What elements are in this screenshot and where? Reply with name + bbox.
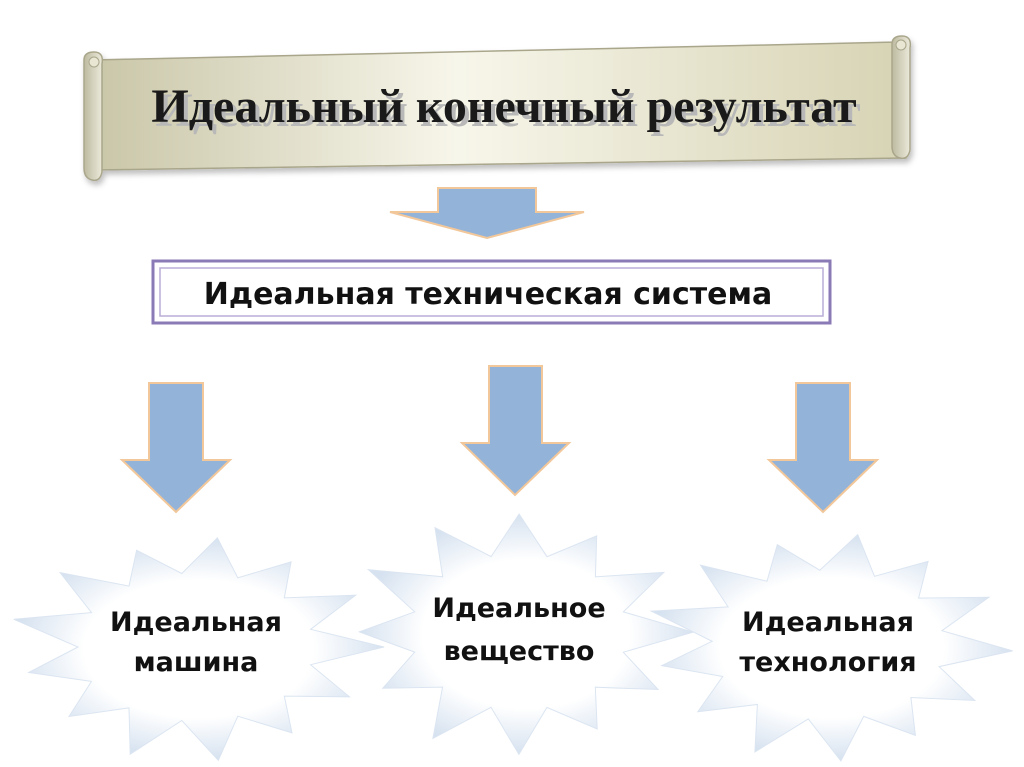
starburst-machine (13, 536, 385, 762)
page-title-shadow: Идеальный конечный результат (155, 84, 860, 137)
technology-label-line1: Идеальная (742, 607, 914, 638)
down-arrow-right (766, 382, 880, 514)
down-arrow-middle (459, 365, 572, 497)
substance-label-line1: Идеальное (432, 593, 605, 624)
down-arrow-main (389, 187, 585, 240)
page-title: Идеальный конечный результат (151, 80, 856, 133)
machine-label-line2: машина (134, 647, 259, 678)
system-box (151, 259, 832, 325)
substance-label-line2: вещество (444, 636, 595, 667)
technology-label-line2: технология (739, 647, 916, 678)
down-arrow-left (119, 382, 233, 514)
system-label: Идеальная техническая система (204, 277, 773, 312)
starburst-technology (649, 533, 1013, 762)
title-scroll (83, 35, 912, 182)
machine-label-line1: Идеальная (110, 607, 282, 638)
starburst-substance (357, 513, 696, 756)
